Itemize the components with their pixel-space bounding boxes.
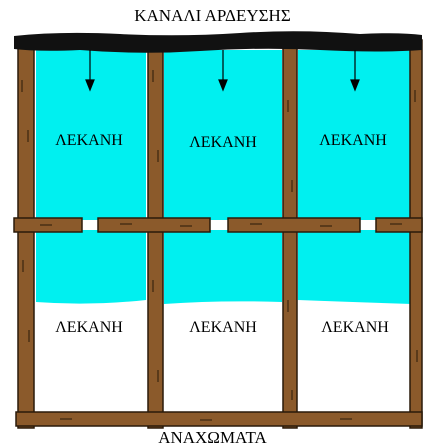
basin-water-1 <box>36 50 146 220</box>
embankment-texture <box>21 70 418 421</box>
basin-label-2: ΛΕΚΑΝΗ <box>189 134 257 151</box>
flow-arrows <box>85 50 360 92</box>
water-layer <box>36 50 412 304</box>
embankment-right <box>409 39 423 429</box>
arrow-down-icon <box>85 79 95 92</box>
basin-label-4: ΛΕΚΑΝΗ <box>55 319 123 336</box>
flow-arrow-1 <box>85 50 95 92</box>
embankments <box>13 39 423 429</box>
basin-label-6: ΛΕΚΑΝΗ <box>321 319 389 336</box>
embankment-middle-4 <box>375 217 423 233</box>
embankment-divider-2 <box>282 39 298 429</box>
embankment-left <box>17 39 35 429</box>
basin-label-1: ΛΕΚΑΝΗ <box>55 132 123 149</box>
basin-label-3: ΛΕΚΑΝΗ <box>319 132 387 149</box>
basin-water-5 <box>164 230 282 304</box>
irrigation-canal <box>14 31 422 53</box>
arrow-down-icon <box>350 79 360 92</box>
embankment-divider-1 <box>147 39 164 429</box>
arrow-down-icon <box>218 79 228 92</box>
canal-label: ΚΑΝΑΛΙ ΑΡΔΕΥΣΗΣ <box>134 6 291 25</box>
embankments-label: ΑΝΑΧΩΜΑΤΑ <box>158 428 267 447</box>
basin-water-6 <box>298 230 412 304</box>
embankment-middle-3 <box>227 217 361 233</box>
flow-arrow-2 <box>218 50 228 92</box>
embankment-middle-2 <box>97 217 211 233</box>
basin-label-5: ΛΕΚΑΝΗ <box>189 319 257 336</box>
basin-water-4 <box>36 230 146 304</box>
flow-arrow-3 <box>350 50 360 92</box>
embankment-bottom <box>15 411 423 427</box>
